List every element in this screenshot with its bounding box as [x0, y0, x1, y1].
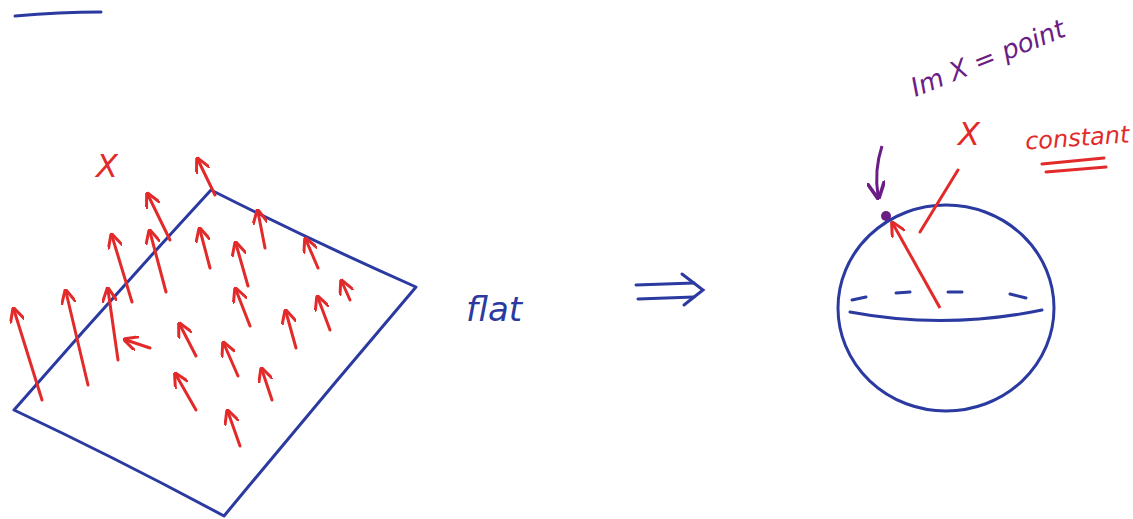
field-label: X — [96, 150, 118, 182]
vector-arrow — [148, 195, 170, 240]
constant-vector — [893, 224, 940, 308]
vector-arrow — [14, 310, 42, 400]
flat-label: flat — [466, 292, 522, 326]
vector-arrow — [112, 236, 132, 302]
vector-arrow — [180, 325, 196, 356]
vector-arrow — [200, 230, 210, 268]
vector-arrow — [150, 232, 166, 292]
vector-arrow — [224, 344, 238, 376]
image-point — [881, 211, 891, 221]
vector-arrow — [176, 375, 196, 410]
constant-note: constant — [1024, 122, 1130, 153]
x-leader — [920, 170, 958, 232]
vector-arrow — [236, 290, 250, 326]
vector-arrow — [198, 160, 215, 195]
implies-arrow — [636, 274, 703, 305]
flat-surface — [14, 190, 416, 516]
vector-arrow — [306, 240, 318, 268]
vector-arrow — [286, 312, 296, 348]
vector-arrow — [236, 244, 248, 286]
vector-arrow — [228, 412, 240, 446]
vector-arrow — [66, 292, 88, 385]
vector-arrow — [262, 370, 272, 400]
vector-label: X — [958, 118, 980, 150]
vector-field — [14, 160, 350, 446]
sphere — [838, 205, 1054, 411]
vector-arrow — [342, 282, 350, 300]
vector-arrow — [258, 212, 265, 248]
double-underline — [1042, 158, 1106, 172]
vector-arrow — [318, 298, 330, 330]
vector-arrow — [126, 340, 150, 348]
top-underline — [15, 12, 101, 16]
vector-arrow — [108, 290, 118, 360]
point-leader — [877, 146, 882, 196]
image-note: Im X = point — [907, 15, 1069, 100]
